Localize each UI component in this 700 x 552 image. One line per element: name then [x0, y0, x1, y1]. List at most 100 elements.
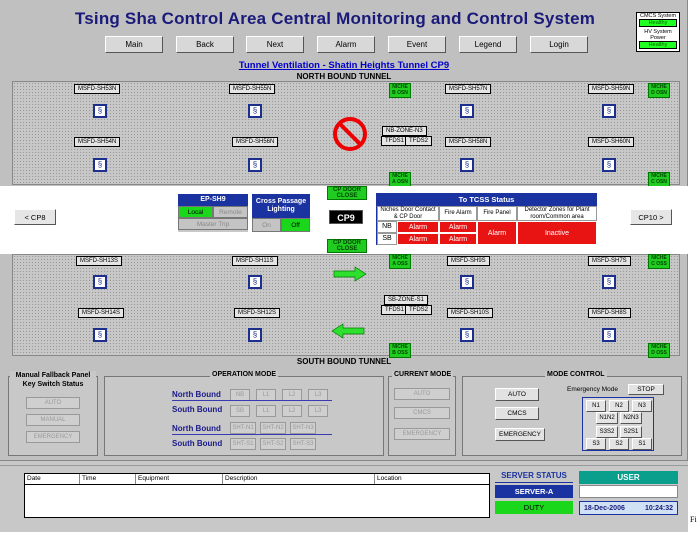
row-nb-label: NB [377, 221, 397, 233]
fan-icon[interactable]: § [602, 328, 616, 342]
nav-alarm-button[interactable]: Alarm [317, 36, 375, 53]
tcss-status-table: To TCSS Status Niches Door Contact & CP … [376, 193, 597, 245]
sb-label: South Bound [172, 405, 223, 414]
em-s2s1-button[interactable]: S2S1 [620, 426, 642, 438]
op-sb-l1-button[interactable]: L1 [256, 405, 276, 417]
op-sb-l3-button[interactable]: L3 [308, 405, 328, 417]
mode-auto-button[interactable]: AUTO [495, 388, 539, 401]
zone-label: NB-ZONE-N3 [382, 126, 427, 136]
zone-label: SB-ZONE-S1 [384, 295, 429, 305]
hv-system-status: Healthy [639, 41, 677, 49]
stop-button[interactable]: STOP [628, 384, 664, 395]
arrow-right-icon [333, 266, 367, 282]
fan-icon[interactable]: § [602, 275, 616, 289]
current-auto: AUTO [394, 388, 450, 400]
fan-label: MSFD-SH9S [447, 256, 490, 266]
cp-next-button[interactable]: CP10 > [630, 209, 672, 225]
niche-status: NICHE A OSN [389, 172, 411, 187]
north-tunnel-label: NORTH BOUND TUNNEL [296, 72, 392, 81]
hv-system-label: HV System Power [644, 29, 672, 41]
op-sht-s2-button[interactable]: SHT-S2 [260, 438, 286, 450]
mode-cmcs-button[interactable]: CMCS [495, 407, 539, 420]
fire-panel-alarm: Alarm [477, 221, 517, 245]
current-emergency: EMERGENCY [394, 428, 450, 440]
sb-niche-alarm: Alarm [397, 233, 439, 245]
op-sht-n1-button[interactable]: SHT-N1 [230, 422, 256, 434]
em-n2n3-button[interactable]: N2N3 [620, 412, 642, 424]
datetime-display: 18-Dec-2006 10:24:32 [579, 501, 678, 515]
ep-remote-button[interactable]: Remote [213, 206, 248, 218]
fan-icon[interactable]: § [248, 158, 262, 172]
em-n2-button[interactable]: N2 [609, 400, 629, 412]
fan-label: MSFD-SH54N [74, 137, 121, 147]
nav-event-button[interactable]: Event [388, 36, 446, 53]
event-log-table[interactable]: Date Time Equipment Description Location [24, 473, 490, 518]
em-s3s2-button[interactable]: S3S2 [596, 426, 618, 438]
fan-label: MSFD-SH58N [445, 137, 492, 147]
south-tunnel-label: SOUTH BOUND TUNNEL [296, 357, 392, 366]
fan-icon[interactable]: § [93, 158, 107, 172]
op-sht-n3-button[interactable]: SHT-N3 [290, 422, 316, 434]
nav-login-button[interactable]: Login [530, 36, 588, 53]
lighting-off-button[interactable]: Off [281, 218, 310, 232]
cmcs-system-status: Healthy [639, 19, 677, 27]
lighting-on-button[interactable]: On [252, 218, 281, 232]
server-duty-status: DUTY [495, 501, 573, 514]
op-sb-button[interactable]: SB [230, 405, 250, 417]
tfds1-label: TFDS1 [381, 136, 409, 146]
em-n1n2-button[interactable]: N1N2 [596, 412, 618, 424]
fan-icon[interactable]: § [460, 104, 474, 118]
north-bound-tunnel [12, 81, 680, 185]
nav-next-button[interactable]: Next [246, 36, 304, 53]
ep-title: EP-SH9 [178, 194, 248, 206]
user-name-field [579, 485, 678, 498]
fallback-auto: AUTO [26, 397, 80, 409]
fan-icon[interactable]: § [93, 104, 107, 118]
mode-emergency-button[interactable]: EMERGENCY [495, 428, 545, 441]
niche-status: NICHE B OSS [389, 343, 411, 358]
event-col-description: Description [223, 474, 375, 484]
nav-back-button[interactable]: Back [176, 36, 234, 53]
op-sb-l2-button[interactable]: L2 [282, 405, 302, 417]
nav-main-button[interactable]: Main [105, 36, 163, 53]
op-sht-s1-button[interactable]: SHT-S1 [230, 438, 256, 450]
no-entry-icon [333, 117, 367, 151]
op-sht-s3-button[interactable]: SHT-S3 [290, 438, 316, 450]
em-n1-button[interactable]: N1 [586, 400, 606, 412]
cp-prev-button[interactable]: < CP8 [14, 209, 56, 225]
event-col-equipment: Equipment [136, 474, 223, 484]
fan-icon[interactable]: § [460, 275, 474, 289]
ep-local-button[interactable]: Local [178, 206, 213, 218]
arrow-left-icon [331, 323, 365, 339]
divider [172, 400, 332, 401]
op-sht-n2-button[interactable]: SHT-N2 [260, 422, 286, 434]
fan-label: MSFD-SH14S [78, 308, 125, 318]
niche-status: NICHE C OSS [648, 254, 670, 269]
user-title: USER [579, 471, 678, 484]
operation-mode-title: OPERATION MODE [210, 371, 279, 378]
cp-label: CP9 [329, 210, 363, 224]
col-fire-alarm: Fire Alarm [439, 206, 477, 221]
ep-master-trip-button[interactable]: Master Trip [178, 218, 248, 230]
fan-icon[interactable]: § [460, 328, 474, 342]
fan-label: MSFD-SH57N [445, 84, 492, 94]
fan-icon[interactable]: § [93, 328, 107, 342]
fan-icon[interactable]: § [248, 104, 262, 118]
fan-icon[interactable]: § [248, 328, 262, 342]
fan-icon[interactable]: § [602, 104, 616, 118]
tcss-title: To TCSS Status [377, 194, 596, 206]
mode-control-title: MODE CONTROL [545, 371, 607, 378]
em-s3-button[interactable]: S3 [586, 438, 606, 450]
fan-icon[interactable]: § [602, 158, 616, 172]
em-s1-button[interactable]: S1 [632, 438, 652, 450]
scada-window: Tsing Sha Control Area Central Monitorin… [0, 0, 688, 532]
fan-icon[interactable]: § [248, 275, 262, 289]
fan-icon[interactable]: § [460, 158, 474, 172]
nav-legend-button[interactable]: Legend [459, 36, 517, 53]
event-col-date: Date [25, 474, 80, 484]
em-n3-button[interactable]: N3 [632, 400, 652, 412]
fan-label: MSFD-SH56N [232, 137, 279, 147]
event-col-time: Time [80, 474, 136, 484]
fan-icon[interactable]: § [93, 275, 107, 289]
em-s2-button[interactable]: S2 [609, 438, 629, 450]
